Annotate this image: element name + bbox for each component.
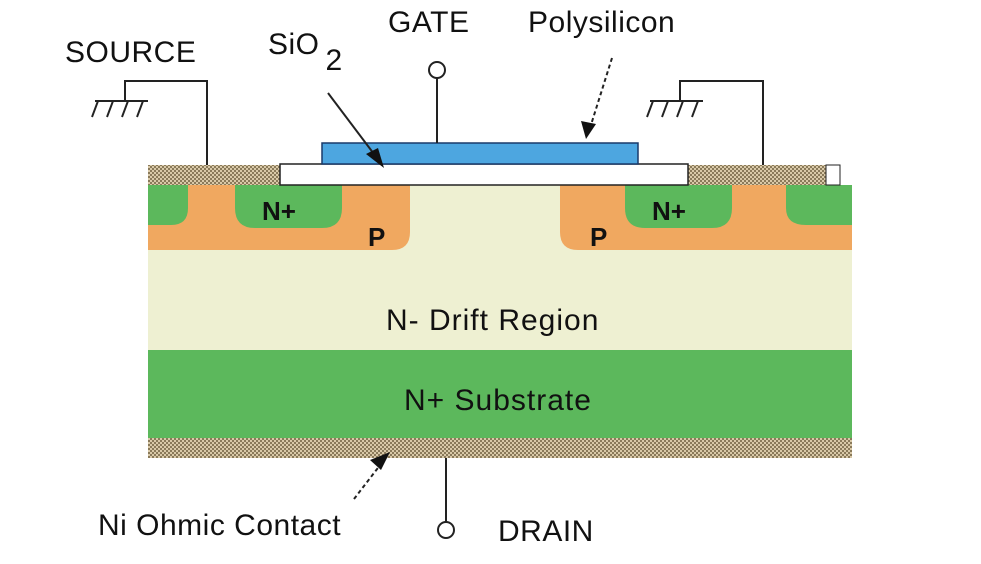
drain-terminal-icon (437, 521, 455, 539)
n-plus-label-left: N+ (262, 196, 296, 226)
drift-region-label: N- Drift Region (386, 304, 599, 337)
source-label: SOURCE (65, 36, 196, 69)
ground-icon-left (91, 100, 148, 118)
gate-terminal-icon (428, 61, 446, 79)
source-contact-right (688, 165, 826, 185)
ground-icon-right (646, 100, 703, 118)
source-wire-left (124, 80, 208, 165)
drain-label: DRAIN (498, 515, 594, 548)
source-wire-right (679, 80, 764, 165)
ohmic-contact-label: Ni Ohmic Contact (98, 509, 341, 542)
polysilicon-label: Polysilicon (528, 6, 675, 39)
n-plus-edge-right (786, 185, 852, 225)
sio2-gate-oxide (279, 163, 689, 186)
n-plus-substrate-layer (148, 350, 852, 438)
p-label-left: P (368, 222, 385, 252)
sio2-arrow-icon (327, 92, 384, 168)
polysilicon-gate (321, 142, 639, 165)
n-plus-edge-left (148, 185, 188, 225)
gate-label: GATE (388, 6, 469, 39)
oxide-edge-right (825, 164, 841, 186)
p-label-right: P (590, 222, 607, 252)
n-plus-label-right: N+ (652, 196, 686, 226)
ohmic-contact-arrow-icon (353, 452, 390, 500)
n-plus-source-right (625, 185, 732, 228)
n-plus-source-left (235, 185, 342, 228)
polysilicon-arrow-icon (581, 57, 613, 139)
ni-ohmic-contact-layer (148, 438, 852, 458)
source-contact-left (148, 165, 280, 185)
substrate-label: N+ Substrate (404, 384, 592, 417)
